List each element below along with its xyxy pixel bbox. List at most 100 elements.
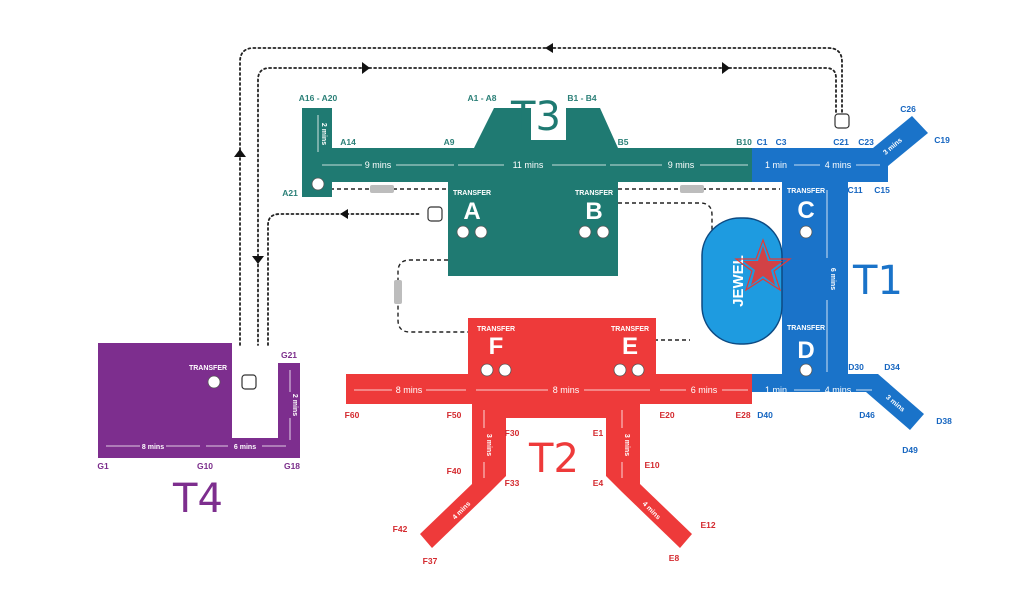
arrow-icon bbox=[362, 62, 370, 74]
star-icon bbox=[743, 246, 783, 285]
walk-time: 6 mins bbox=[234, 444, 256, 451]
gate-label: C11 bbox=[847, 185, 862, 195]
transfer-label-a: TRANSFER bbox=[453, 190, 491, 197]
concourse-e-label: E bbox=[622, 333, 638, 360]
gate-label: E4 bbox=[593, 478, 604, 488]
walk-time: 4 mins bbox=[825, 385, 852, 395]
escalator-icon bbox=[480, 363, 494, 377]
walk-time: 9 mins bbox=[365, 160, 392, 170]
walk-time: 8 mins bbox=[142, 444, 164, 451]
bus-icon bbox=[834, 113, 850, 129]
train-icon bbox=[680, 185, 704, 193]
gate-label: F40 bbox=[447, 466, 462, 476]
walk-time: 3 mins bbox=[623, 434, 630, 456]
escalator-icon bbox=[207, 375, 221, 389]
gate-label: F30 bbox=[505, 428, 520, 438]
gate-label: E8 bbox=[669, 553, 680, 563]
gate-label: C26 bbox=[900, 104, 916, 114]
arrow-icon bbox=[545, 43, 553, 53]
gate-label: A16 - A20 bbox=[299, 93, 338, 103]
bus-stops bbox=[241, 113, 850, 390]
escalator-icon bbox=[311, 177, 325, 191]
walk-time: 4 mins bbox=[825, 160, 852, 170]
arrow-icon bbox=[234, 149, 246, 157]
terminal-4-label: T4 bbox=[172, 476, 223, 522]
walk-time: 11 mins bbox=[513, 160, 544, 170]
gate-label: D49 bbox=[902, 445, 918, 455]
transfer-label-d: TRANSFER bbox=[787, 325, 825, 332]
gate-label: A14 bbox=[340, 137, 356, 147]
gate-label: E20 bbox=[659, 410, 674, 420]
gate-label: B5 bbox=[618, 137, 629, 147]
gate-label: A1 - A8 bbox=[468, 93, 497, 103]
gate-label: F60 bbox=[345, 410, 360, 420]
gate-label: B1 - B4 bbox=[567, 93, 597, 103]
terminal-1-label: T1 bbox=[852, 258, 903, 304]
walk-time: 3 mins bbox=[485, 434, 492, 456]
escalator-icon bbox=[799, 225, 813, 239]
gate-label: G1 bbox=[97, 461, 109, 471]
walk-time: 1 min bbox=[765, 385, 787, 395]
escalator-icon bbox=[799, 363, 813, 377]
walk-time: 1 min bbox=[765, 160, 787, 170]
gate-label: A9 bbox=[444, 137, 455, 147]
bus-icon bbox=[241, 374, 257, 390]
jewel-label: JEWEL bbox=[730, 255, 747, 307]
transfer-label-b: TRANSFER bbox=[575, 190, 613, 197]
gate-label: G21 bbox=[281, 350, 297, 360]
gate-label: B10 bbox=[736, 137, 752, 147]
gate-label: G18 bbox=[284, 461, 300, 471]
gate-label: C21 bbox=[833, 137, 849, 147]
gate-label: G10 bbox=[197, 461, 213, 471]
terminal-3: A B TRANSFER TRANSFER 2 mins 9 mins 11 m… bbox=[302, 108, 758, 276]
gate-label: D40 bbox=[757, 410, 773, 420]
escalator-icon bbox=[578, 225, 592, 239]
gate-label: C23 bbox=[858, 137, 874, 147]
arrow-icon bbox=[252, 256, 264, 264]
bus-route-inner bbox=[252, 62, 837, 346]
bus-icon bbox=[427, 206, 443, 222]
gate-label: E1 bbox=[593, 428, 604, 438]
terminal-2: F E TRANSFER TRANSFER 8 mins 8 mins 6 mi… bbox=[346, 318, 752, 548]
concourse-b-label: B bbox=[585, 198, 602, 225]
skytrain-lines bbox=[330, 185, 780, 341]
gate-label: E12 bbox=[700, 520, 715, 530]
escalator-icon bbox=[613, 363, 627, 377]
train-icon bbox=[394, 280, 402, 304]
terminal-2-label: T2 bbox=[528, 436, 579, 482]
concourse-a-label: A bbox=[463, 198, 480, 225]
walk-time: 8 mins bbox=[396, 385, 423, 395]
gate-label: F37 bbox=[423, 556, 438, 566]
terminal-3-label: T3 bbox=[510, 94, 561, 140]
transfer-label-e: TRANSFER bbox=[611, 326, 649, 333]
gate-label: F33 bbox=[505, 478, 520, 488]
arrow-icon bbox=[340, 209, 348, 219]
walk-time: 9 mins bbox=[668, 160, 695, 170]
walk-time: 6 mins bbox=[691, 385, 718, 395]
concourse-c-label: C bbox=[797, 197, 814, 224]
walk-time: 8 mins bbox=[553, 385, 580, 395]
transfer-label-f: TRANSFER bbox=[477, 326, 515, 333]
terminal-1: C D TRANSFER TRANSFER 1 min 4 mins 3 min… bbox=[752, 116, 928, 430]
walk-time: 2 mins bbox=[320, 123, 327, 145]
train-icon bbox=[370, 185, 394, 193]
gate-label: D38 bbox=[936, 416, 952, 426]
gate-label: D46 bbox=[859, 410, 875, 420]
bus-route-outer bbox=[234, 43, 843, 346]
arrow-icon bbox=[722, 62, 730, 74]
transfer-label-c: TRANSFER bbox=[787, 188, 825, 195]
gate-label: F42 bbox=[393, 524, 408, 534]
concourse-d-label: D bbox=[797, 337, 814, 364]
gate-label: D30 bbox=[848, 362, 864, 372]
gate-label: E10 bbox=[644, 460, 659, 470]
gate-label: D34 bbox=[884, 362, 900, 372]
walk-time: 2 mins bbox=[291, 394, 298, 416]
bus-route-t3-t4 bbox=[267, 209, 421, 346]
escalator-icon bbox=[596, 225, 610, 239]
transfer-label-t4: TRANSFER bbox=[189, 365, 227, 372]
gate-label: C3 bbox=[776, 137, 787, 147]
gate-label: C15 bbox=[874, 185, 890, 195]
escalator-icon bbox=[474, 225, 488, 239]
gate-label: C1 bbox=[757, 137, 768, 147]
